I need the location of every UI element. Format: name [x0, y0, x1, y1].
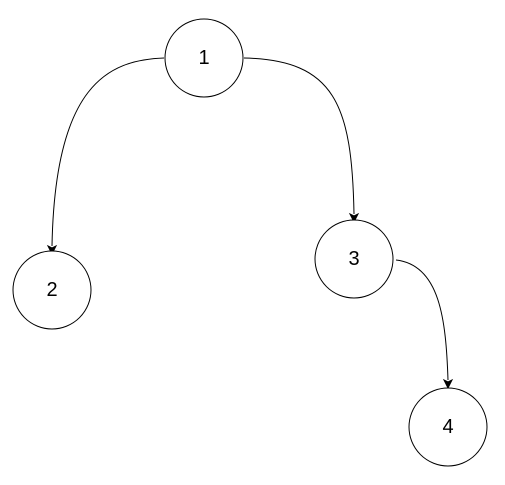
node-4-circle [408, 387, 488, 467]
edge-3-to-4-arrowhead [442, 378, 454, 390]
nodes: 1 2 3 4 [12, 18, 488, 467]
node-2-label: 2 [46, 279, 57, 301]
edges [46, 57, 454, 390]
node-1: 1 [164, 18, 244, 98]
edge-3-to-4 [395, 259, 454, 390]
node-2-circle [12, 250, 92, 330]
node-4: 4 [408, 387, 488, 467]
node-1-label: 1 [198, 47, 209, 69]
edge-1-to-3-line [243, 57, 355, 215]
node-3-label: 3 [348, 248, 359, 270]
node-1-circle [164, 18, 244, 98]
edge-1-to-3 [243, 57, 360, 224]
edge-1-to-2-line [51, 57, 165, 247]
node-3-circle [314, 219, 394, 299]
edge-3-to-4-line [395, 259, 449, 381]
edge-1-to-2 [46, 57, 165, 256]
edge-1-to-3-arrowhead [348, 212, 360, 224]
node-3: 3 [314, 219, 394, 299]
node-4-label: 4 [442, 416, 453, 438]
node-2: 2 [12, 250, 92, 330]
